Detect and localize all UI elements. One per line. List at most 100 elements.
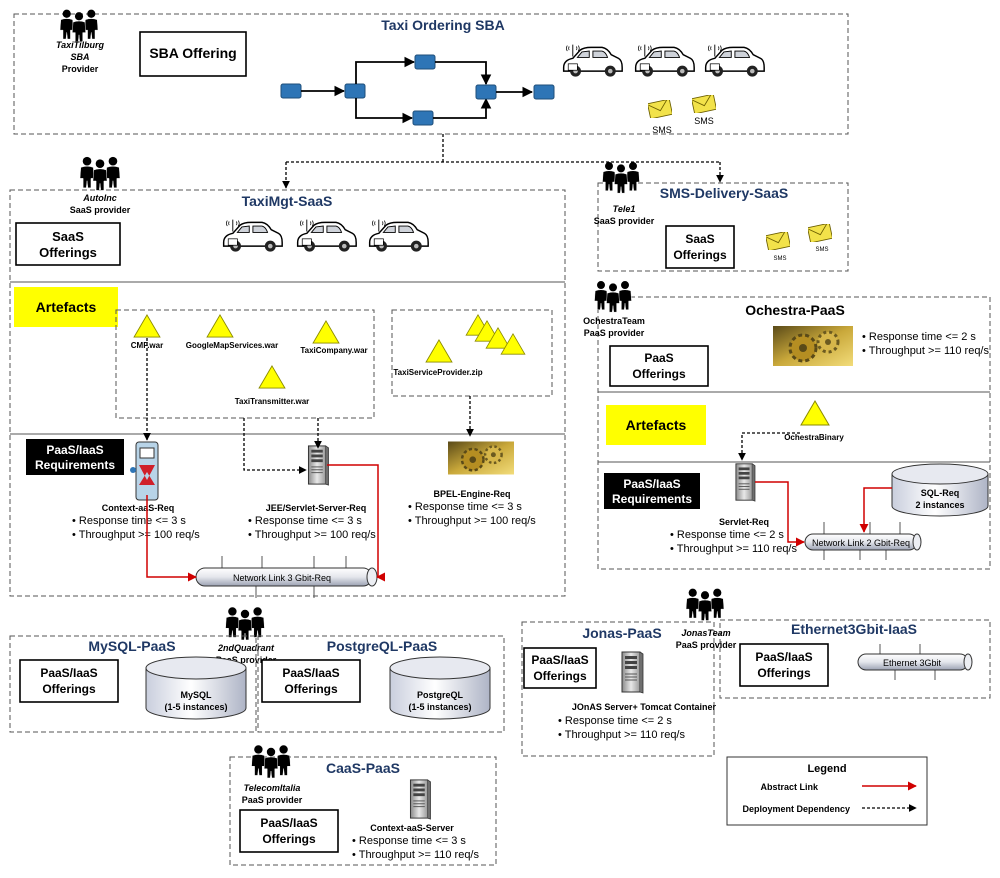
- sba-provider-role: Provider: [62, 64, 99, 74]
- artefact-taxiserviceprovider: TaxiServiceProvider.zip: [393, 368, 482, 377]
- quadrant-provider-role: PaaS provider: [216, 655, 277, 665]
- ethernet-title: Ethernet3Gbit-IaaS: [791, 621, 917, 637]
- jonas-provider-name: JonasTeam: [681, 628, 730, 638]
- orchestra-requirements-badge: [604, 473, 700, 509]
- context-req-bullet-2: • Throughput >= 100 req/s: [72, 529, 200, 541]
- mysql-offerings-line2: Offerings: [42, 682, 96, 696]
- postgres-offerings-line2: Offerings: [284, 682, 338, 696]
- orchestra-binary: OchestraBinary: [784, 433, 844, 442]
- artefact-icon: [258, 365, 286, 389]
- orchestra-title: Ochestra-PaaS: [745, 302, 845, 318]
- jonas-offerings-line2: Offerings: [533, 669, 587, 683]
- network-link-3gbit: Network Link 3 Gbit-Req: [195, 556, 378, 598]
- orchestra-artefacts-badge: [606, 405, 706, 445]
- taxi-icon: [296, 218, 357, 253]
- sms-label: SMS: [815, 247, 828, 253]
- orchestra-engine-icon: [771, 326, 855, 366]
- ethernet-border: [719, 619, 991, 699]
- orchestra-qos-2: • Throughput >= 110 req/s: [862, 345, 989, 357]
- artefact-icon: [312, 320, 340, 344]
- sql-req-cylinder: SQL-Req 2 instances: [891, 463, 989, 517]
- flow-node: [533, 84, 555, 100]
- taxi-icon: [222, 218, 283, 253]
- sms-label: SMS: [652, 125, 672, 135]
- bpel-engine-icon: [448, 440, 514, 476]
- quadrant-provider: 2ndQuadrant PaaS provider: [216, 607, 277, 665]
- jee-req-name: JEE/Servlet-Server-Req: [266, 503, 367, 513]
- mysql-frame: MySQL-PaaS PaaS/IaaS Offerings MySQL (1-…: [9, 635, 257, 733]
- jonas-server-icon: [621, 651, 644, 694]
- legend-abstract-label: Abstract Link: [760, 782, 819, 792]
- orchestra-artefacts-label: Artefacts: [626, 417, 687, 433]
- caas-server-name: Context-aaS-Server: [370, 823, 454, 833]
- caas-offerings-line2: Offerings: [262, 832, 316, 846]
- postgres-title: PostgreQL-PaaS: [327, 638, 437, 654]
- jonas-offerings-box: [523, 647, 597, 689]
- sms-envelope-icon: [692, 95, 716, 113]
- dependency-arrow: [243, 418, 307, 474]
- caas-title: CaaS-PaaS: [326, 760, 400, 776]
- mysql-title: MySQL-PaaS: [88, 638, 175, 654]
- legend-deployment-label: Deployment Dependency: [742, 804, 850, 814]
- artefacts-label: Artefacts: [36, 299, 97, 315]
- postgres-border: [257, 635, 505, 733]
- flow-node: [475, 84, 497, 100]
- sql-req-name: SQL-Req: [921, 488, 960, 498]
- sms-envelope-icon: [808, 224, 832, 242]
- orchestra-provider-icon: [594, 281, 631, 312]
- taxi-icon: [562, 43, 623, 78]
- bpel-req-bullet-2: • Throughput >= 100 req/s: [408, 515, 536, 527]
- sba-workflow: [280, 54, 555, 126]
- bpel-req-name: BPEL-Engine-Req: [433, 489, 510, 499]
- taxi-saas-offerings-box: [15, 222, 121, 266]
- servlet-server-icon: [735, 463, 756, 502]
- context-req-bullet-1: • Response time <= 3 s: [72, 515, 186, 527]
- sba-offering-label: SBA Offering: [149, 45, 236, 61]
- sms-saas-border: [597, 182, 849, 272]
- flow-edge: [433, 97, 492, 119]
- caas-offerings-line1: PaaS/IaaS: [260, 816, 317, 830]
- jee-server-icon: [307, 445, 329, 486]
- orchestra-offerings-box: [609, 345, 709, 387]
- postgres-offerings-box: [261, 659, 361, 703]
- artefact-taxitransmitter: TaxiTransmitter.war: [235, 397, 310, 406]
- flow-node: [412, 110, 434, 126]
- sba-dependencies: [282, 134, 724, 189]
- orchestra-provider-role: PaaS provider: [584, 328, 645, 338]
- abstract-link: [327, 464, 386, 582]
- flow-edge: [435, 61, 492, 86]
- sms-envelope-icon: [766, 232, 790, 250]
- flow-edge: [355, 98, 414, 124]
- caas-frame: CaaS-PaaS TelecomItalia PaaS provider Pa…: [229, 745, 497, 866]
- sba-frame-border: [13, 13, 849, 135]
- sba-provider-kind: SBA: [70, 52, 89, 62]
- ethernet-link-label: Ethernet 3Gbit: [883, 658, 942, 668]
- bpel-req-bullet-1: • Response time <= 3 s: [408, 501, 522, 513]
- orchestra-border: [597, 296, 991, 570]
- jonas-server-name: JOnAS Server+ Tomcat Container: [572, 702, 717, 712]
- servlet-req-name: Servlet-Req: [719, 517, 769, 527]
- artefact-googlemap: GoogleMapServices.war: [186, 341, 278, 350]
- taxi-icon: [368, 218, 429, 253]
- legend-title: Legend: [807, 763, 846, 775]
- flow-node: [344, 83, 366, 99]
- network-link-2gbit: Network Link 2 Gbit-Req: [804, 522, 922, 560]
- artefact-icon: [206, 314, 234, 338]
- context-req-name: Context-aaS-Req: [102, 503, 175, 513]
- jonas-provider-role: PaaS provider: [676, 640, 737, 650]
- orchestra-requirements-line2: Requirements: [612, 492, 692, 506]
- ethernet-link: Ethernet 3Gbit: [857, 644, 973, 680]
- sms-saas-offerings-box: [665, 225, 735, 269]
- postgres-db-instances: (1-5 instances): [408, 702, 471, 712]
- abstract-link: [755, 481, 805, 547]
- caas-border: [229, 756, 497, 866]
- taxi-saas-title: TaxiMgt-SaaS: [242, 193, 333, 209]
- postgres-db-name: PostgreQL: [417, 690, 464, 700]
- sba-provider-icon: [60, 10, 98, 42]
- orchestra-offerings-line2: Offerings: [632, 367, 686, 381]
- network-link-2gbit-label: Network Link 2 Gbit-Req: [812, 538, 910, 548]
- network-link-3gbit-label: Network Link 3 Gbit-Req: [233, 573, 331, 583]
- jonas-provider: JonasTeam PaaS provider: [676, 589, 737, 650]
- requirements-line2: Requirements: [35, 458, 115, 472]
- mysql-db-name: MySQL: [180, 690, 212, 700]
